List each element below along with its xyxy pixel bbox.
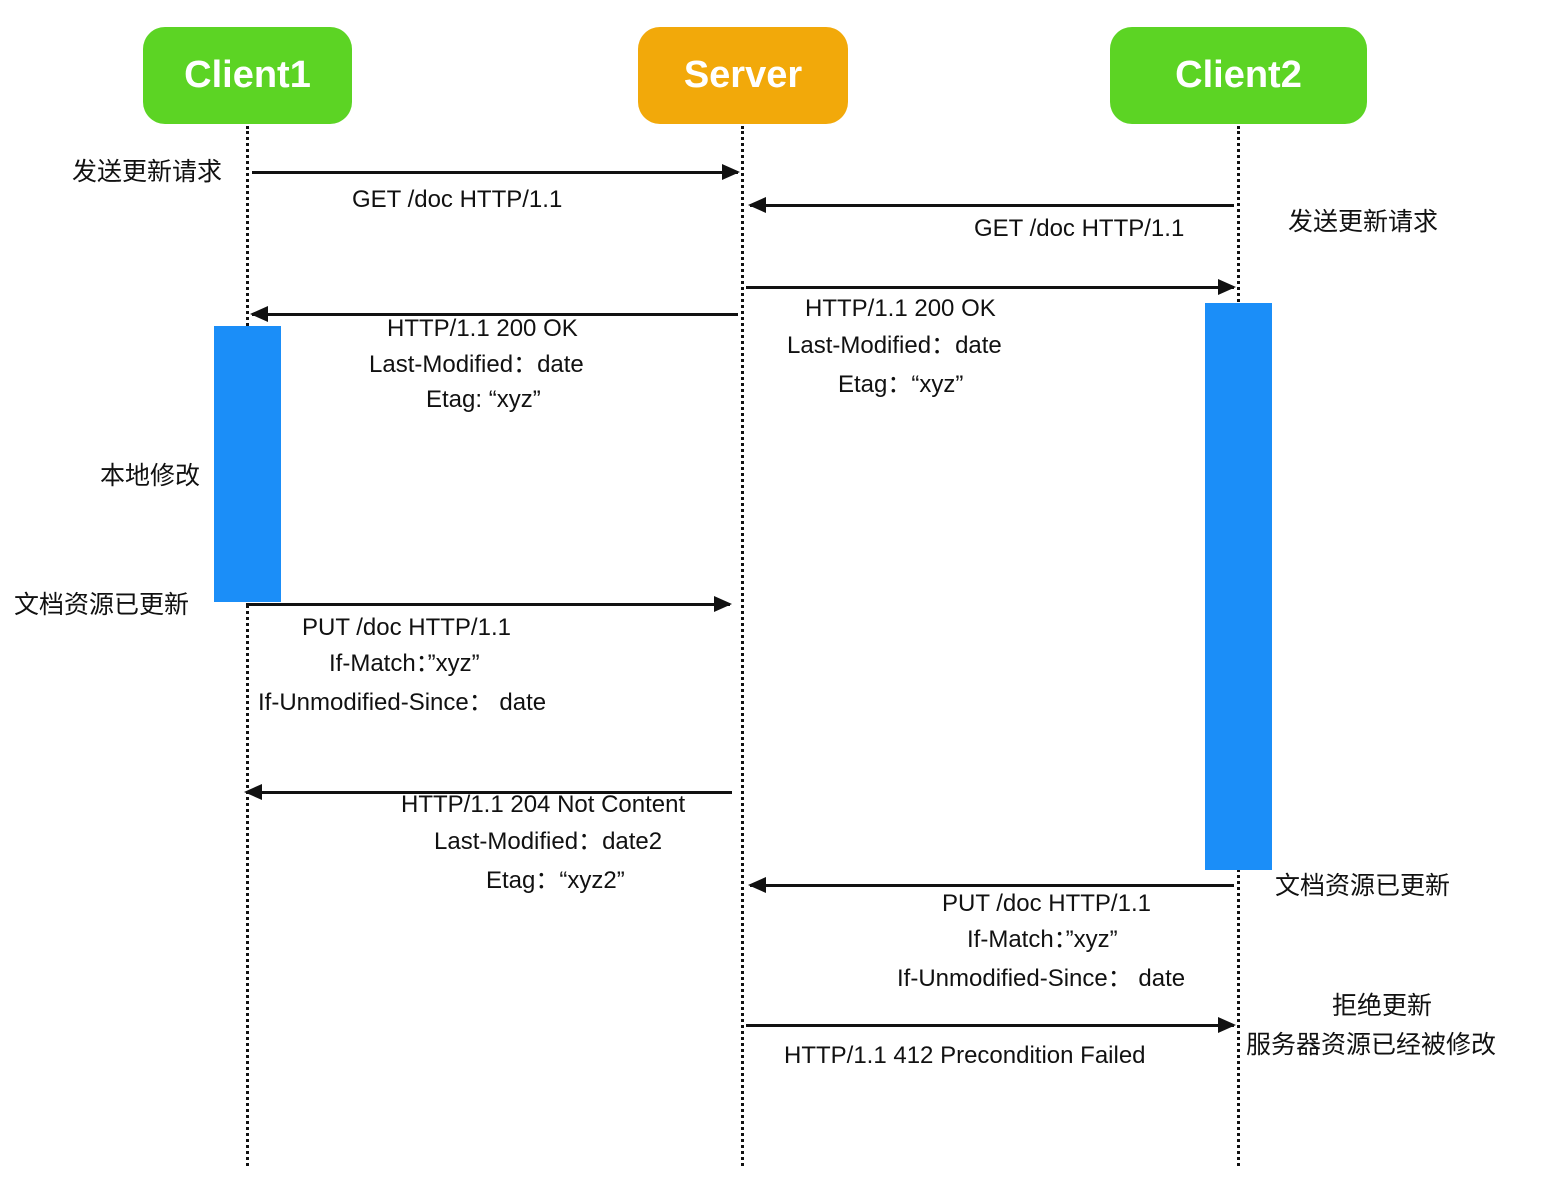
note-client2-send: 发送更新请求 — [1288, 207, 1439, 236]
activation-bar-client2 — [1205, 303, 1272, 870]
note-client1-local-modify: 本地修改 — [100, 461, 201, 490]
actor-server: Server — [638, 27, 848, 124]
message-m1-line1: GET /doc HTTP/1.1 — [352, 186, 563, 213]
message-m5-line3: If-Unmodified-Since： date — [258, 689, 547, 716]
message-m8-line1: HTTP/1.1 412 Precondition Failed — [784, 1042, 1146, 1069]
message-m2-line1: GET /doc HTTP/1.1 — [974, 215, 1185, 242]
message-m5-line1: PUT /doc HTTP/1.1 — [302, 614, 511, 641]
note-client1-send: 发送更新请求 — [72, 157, 223, 186]
message-m4-line1: HTTP/1.1 200 OK — [387, 315, 578, 342]
message-m3-line1: HTTP/1.1 200 OK — [805, 295, 996, 322]
message-m5-line2: If-Match：”xyz” — [329, 650, 480, 677]
activation-bar-client1 — [214, 326, 281, 602]
message-m7-line3: If-Unmodified-Since： date — [897, 965, 1186, 992]
message-m7-line1: PUT /doc HTTP/1.1 — [942, 890, 1151, 917]
arrow-m4 — [250, 306, 738, 322]
message-m6-line2: Last-Modified：date2 — [434, 828, 663, 855]
actor-client2: Client2 — [1110, 27, 1367, 124]
note-client1-doc-updated: 文档资源已更新 — [14, 590, 190, 619]
arrow-m3 — [746, 279, 1236, 295]
actor-client1: Client1 — [143, 27, 352, 124]
message-m3-line2: Last-Modified：date — [787, 332, 1002, 359]
note-client2-rejected-2: 服务器资源已经被修改 — [1246, 1030, 1497, 1059]
arrow-m6 — [244, 784, 732, 800]
note-client2-rejected-1: 拒绝更新 — [1331, 991, 1432, 1020]
message-m7-line2: If-Match：”xyz” — [967, 926, 1118, 953]
arrow-m2 — [748, 197, 1234, 213]
arrow-m8 — [746, 1017, 1236, 1033]
arrow-m1 — [252, 164, 740, 180]
message-m4-line3: Etag: “xyz” — [426, 386, 541, 413]
arrow-m7 — [748, 877, 1234, 893]
message-m4-line2: Last-Modified：date — [369, 351, 584, 378]
message-m3-line3: Etag：“xyz” — [838, 371, 964, 398]
message-m6-line3: Etag：“xyz2” — [486, 867, 625, 894]
lifeline-server — [741, 126, 744, 1166]
note-client2-doc-updated: 文档资源已更新 — [1275, 871, 1451, 900]
lifeline-client1 — [246, 126, 249, 1166]
message-m6-line1: HTTP/1.1 204 Not Content — [401, 791, 686, 818]
arrow-m5 — [246, 596, 732, 612]
